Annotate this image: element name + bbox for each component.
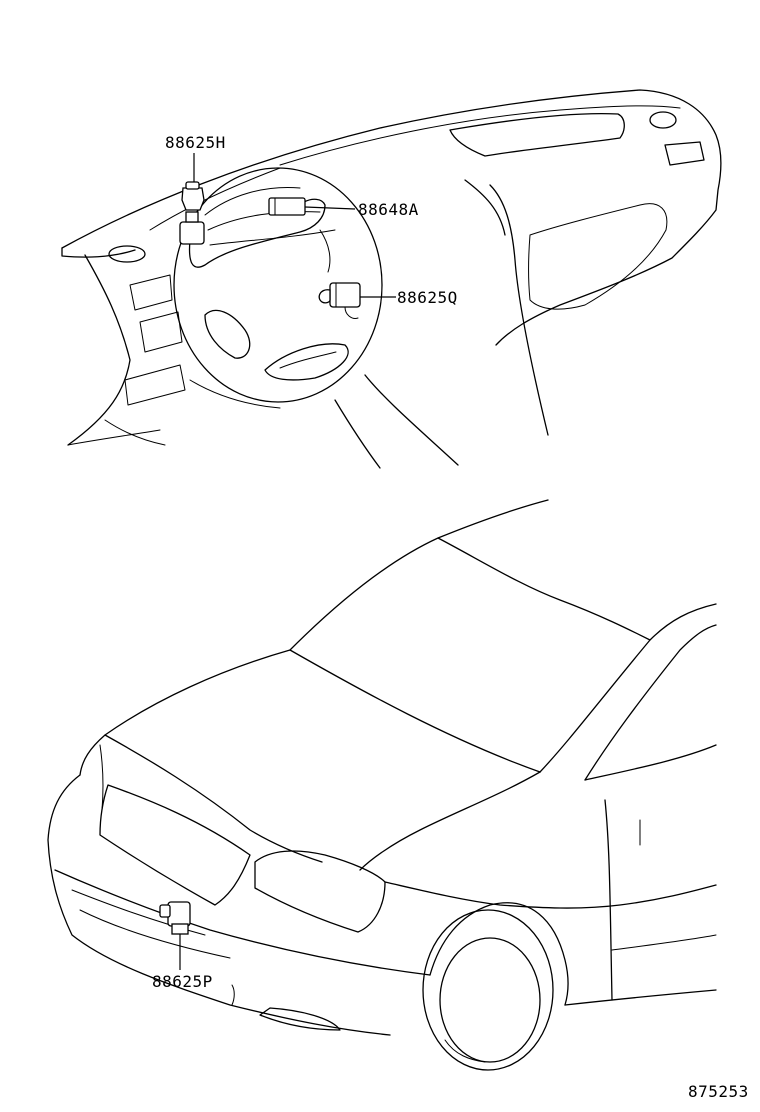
callout-88648A: 88648A	[304, 200, 419, 219]
callout-label-88648A: 88648A	[358, 200, 419, 219]
callout-88625Q: 88625Q	[360, 288, 458, 307]
callout-label-88625Q: 88625Q	[397, 288, 458, 307]
callout-88625P: 88625P	[152, 934, 213, 991]
callout-88625H: 88625H	[165, 133, 226, 182]
car-illustration	[47, 499, 717, 1071]
diagram-number: 875253	[688, 1082, 749, 1101]
dashboard-illustration	[61, 89, 722, 469]
callout-label-88625P: 88625P	[152, 972, 213, 991]
callout-label-88625H: 88625H	[165, 133, 226, 152]
